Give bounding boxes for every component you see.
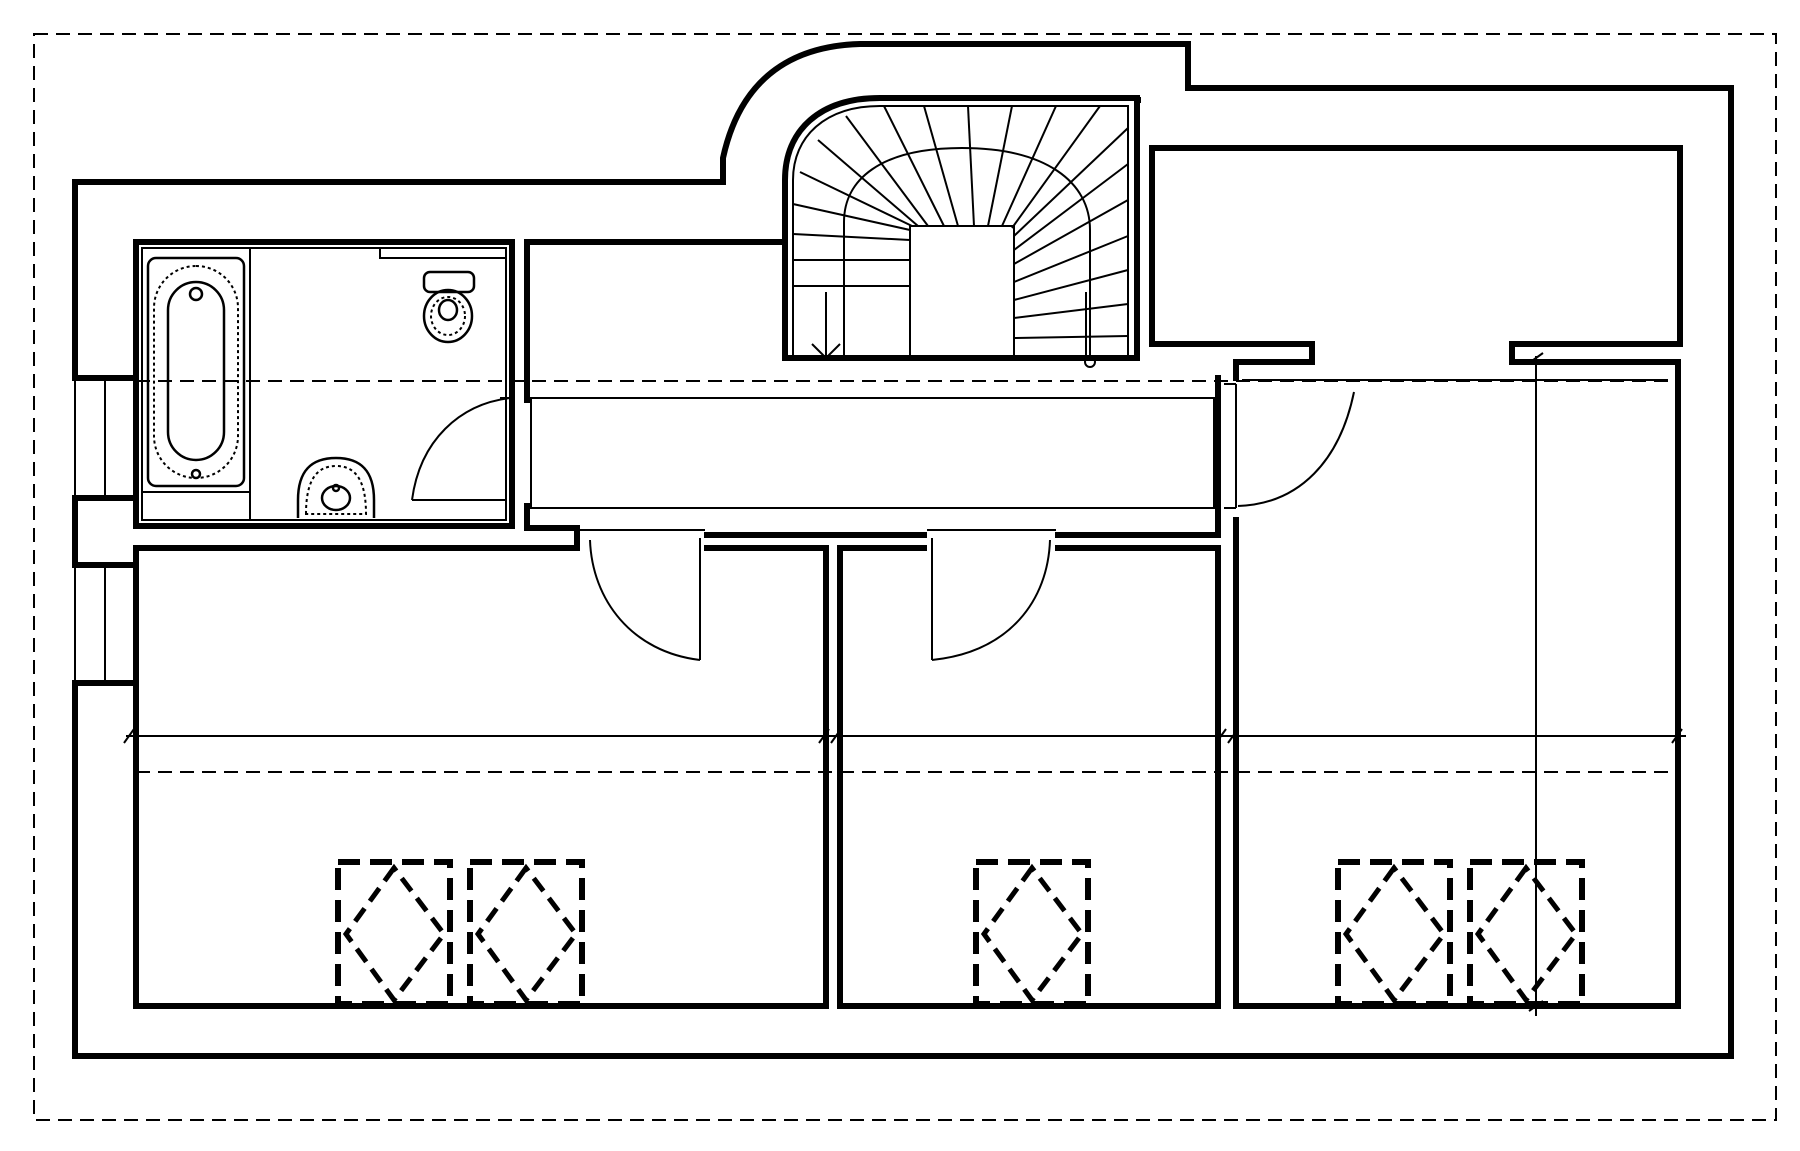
staircase-treads <box>792 105 1129 339</box>
bathroom-door <box>411 397 513 502</box>
dimension-line-vertical <box>1528 352 1544 1016</box>
hallway-south-wall <box>580 503 1221 538</box>
toilet <box>422 270 476 344</box>
roof-window-5 <box>1467 859 1585 1007</box>
dimension-line-horizontal <box>123 728 1686 744</box>
roof-window-3 <box>973 859 1091 1007</box>
storage-room <box>1149 145 1683 347</box>
hallway <box>524 97 1221 545</box>
site-boundary <box>33 33 1777 1121</box>
bedroom-middle-door <box>931 538 1051 661</box>
bedroom-left-door <box>589 538 701 661</box>
bedroom-left <box>133 545 829 1009</box>
bathroom <box>133 239 515 529</box>
roof-window-2 <box>467 859 585 1007</box>
washbasin <box>296 456 376 518</box>
bedroom-right <box>1233 341 1683 1009</box>
roof-window-1 <box>335 859 453 1007</box>
bedroom-right-door <box>1224 383 1355 509</box>
bathtub <box>146 256 246 488</box>
staircase <box>782 95 1140 360</box>
bedroom-middle <box>837 545 1221 1009</box>
stair-direction-arrow <box>811 292 1096 368</box>
exterior-wall <box>72 41 1734 1059</box>
left-wall-window <box>74 378 106 683</box>
roof-window-4 <box>1335 859 1453 1007</box>
